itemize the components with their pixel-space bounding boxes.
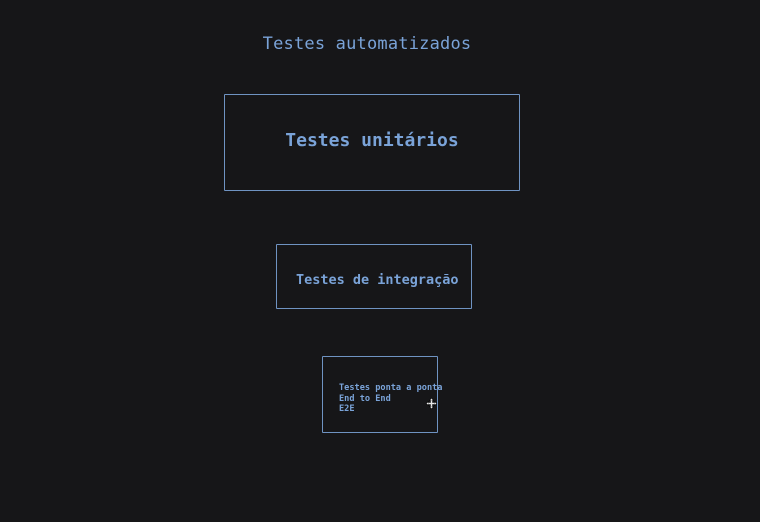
unit-tests-box[interactable]: Testes unitários <box>224 94 520 191</box>
e2e-line-3: E2E <box>339 404 355 414</box>
move-cursor-icon <box>425 394 438 410</box>
integration-tests-label: Testes de integração <box>296 272 459 288</box>
integration-tests-box[interactable]: Testes de integração <box>276 244 472 309</box>
unit-tests-label: Testes unitários <box>285 130 459 151</box>
e2e-line-1: Testes ponta a ponta <box>339 383 443 393</box>
diagram-title: Testes automatizados <box>262 34 472 54</box>
e2e-line-2: End to End <box>339 393 391 404</box>
e2e-tests-text: Testes ponta a ponta End to End E2E <box>339 383 442 415</box>
e2e-tests-box[interactable]: Testes ponta a ponta End to End E2E <box>322 356 442 433</box>
